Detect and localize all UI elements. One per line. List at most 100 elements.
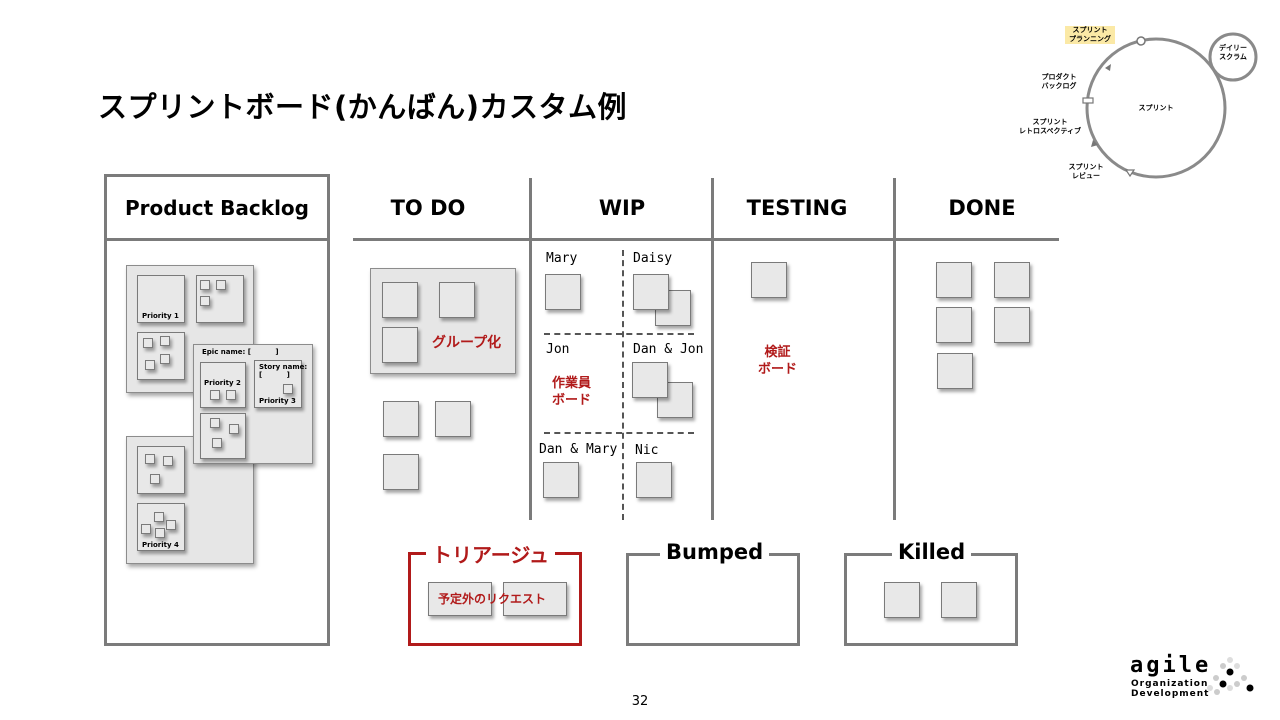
mini-sticky	[200, 296, 210, 306]
column-testing-header: TESTING	[746, 196, 848, 220]
sticky-note	[382, 327, 418, 363]
logo-wordmark: agile	[1130, 653, 1212, 678]
product-backlog-title: Product Backlog	[124, 196, 309, 220]
mini-sticky	[229, 424, 239, 434]
arrow-icon	[1105, 64, 1111, 71]
logo-dots-icon	[1207, 657, 1254, 695]
priority-label: Priority 2	[204, 379, 241, 387]
mini-sticky	[143, 338, 153, 348]
mini-sticky	[160, 336, 170, 346]
person-label: Dan & Jon	[633, 342, 704, 357]
killed-box	[844, 553, 1018, 646]
cycle-planning-label: スプリント プランニング	[1065, 26, 1115, 44]
sticky-note	[636, 462, 672, 498]
sticky-note	[941, 582, 977, 618]
sticky-note	[884, 582, 920, 618]
mini-sticky	[166, 520, 176, 530]
product-backlog-frame	[104, 174, 330, 646]
mini-sticky	[160, 354, 170, 364]
sticky-note	[994, 307, 1030, 343]
board-header-line	[353, 238, 1059, 241]
mini-sticky	[145, 360, 155, 370]
killed-title: Killed	[892, 540, 972, 564]
sticky-note	[937, 353, 973, 389]
daily-scrum-circle	[1208, 32, 1258, 82]
cycle-daily-label: デイリー スクラム	[1219, 44, 1247, 61]
backlog-story-card: Priority 1	[137, 275, 185, 323]
mini-sticky	[141, 524, 151, 534]
logo-subtitle: Organization Development	[1131, 679, 1209, 699]
story-name-bracket: [ ]	[259, 371, 290, 379]
mini-sticky	[283, 384, 293, 394]
bumped-title: Bumped	[660, 540, 770, 564]
sprint-cycle-diagram	[1082, 32, 1258, 179]
testing-board-label: 検証 ボード	[758, 345, 798, 377]
mini-sticky	[216, 280, 226, 290]
wip-divider	[544, 333, 694, 335]
mini-sticky	[210, 390, 220, 400]
sticky-note	[543, 462, 579, 498]
slide-title: スプリントボード(かんばん)カスタム例	[98, 90, 628, 124]
mini-sticky	[145, 454, 155, 464]
column-divider	[711, 178, 714, 520]
sticky-note	[439, 282, 475, 318]
sticky-note	[936, 307, 972, 343]
triage-card	[503, 582, 567, 616]
triage-card-text: 予定外のリクエスト	[438, 592, 547, 606]
planning-node-icon	[1136, 36, 1146, 46]
priority-label: Priority 1	[142, 312, 179, 320]
mini-sticky	[154, 512, 164, 522]
mini-sticky	[210, 418, 220, 428]
cycle-sprint-label: スプリント	[1138, 104, 1174, 112]
group-label: グループ化	[432, 335, 502, 351]
wip-divider	[544, 432, 694, 434]
sticky-note	[751, 262, 787, 298]
page-number: 32	[631, 694, 649, 709]
logo-line1: Organization	[1131, 679, 1209, 689]
bumped-box	[626, 553, 800, 646]
column-divider	[893, 178, 896, 520]
sticky-note	[435, 401, 471, 437]
cycle-retro-label: スプリント レトロスペクティブ	[1018, 118, 1082, 135]
mini-sticky	[150, 474, 160, 484]
epic-name-label: Epic name: [ ]	[202, 348, 279, 356]
sticky-note	[994, 262, 1030, 298]
mini-sticky	[212, 438, 222, 448]
person-label: Jon	[546, 342, 570, 357]
column-wip-header: WIP	[598, 196, 646, 220]
story-card	[200, 413, 246, 459]
arrow-icon	[1091, 140, 1098, 147]
product-backlog-divider	[104, 238, 330, 241]
mini-sticky	[155, 528, 165, 538]
backlog-node-icon	[1082, 97, 1094, 104]
mini-sticky	[163, 456, 173, 466]
column-divider	[529, 178, 532, 520]
priority-label: Priority 3	[259, 397, 296, 405]
cycle-review-label: スプリント レビュー	[1068, 163, 1104, 180]
priority-label: Priority 4	[142, 541, 179, 549]
triage-title: トリアージュ	[426, 539, 555, 568]
story-card: Story name: [ ] Priority 3	[254, 360, 307, 408]
person-label: Nic	[635, 443, 659, 458]
cycle-backlog-label: プロダクト バックログ	[1041, 73, 1077, 90]
person-label: Dan & Mary	[539, 442, 618, 457]
mini-sticky	[226, 390, 236, 400]
person-label: Daisy	[633, 251, 673, 266]
sticky-note	[936, 262, 972, 298]
sticky-note	[382, 282, 418, 318]
sticky-note	[383, 454, 419, 490]
review-node-icon	[1124, 169, 1136, 178]
person-label: Mary	[546, 251, 578, 266]
sprint-cycle-circle	[1085, 37, 1227, 179]
worker-board-label: 作業員 ボード	[552, 376, 592, 408]
triage-card	[428, 582, 492, 616]
mini-sticky	[200, 280, 210, 290]
wip-divider	[622, 250, 624, 520]
sticky-note	[632, 362, 668, 398]
sticky-note	[633, 274, 669, 310]
logo-line2: Development	[1131, 689, 1210, 699]
sticky-note	[383, 401, 419, 437]
story-card: Priority 2	[200, 362, 246, 408]
story-name-label: Story name:	[259, 363, 308, 371]
sticky-note	[545, 274, 581, 310]
